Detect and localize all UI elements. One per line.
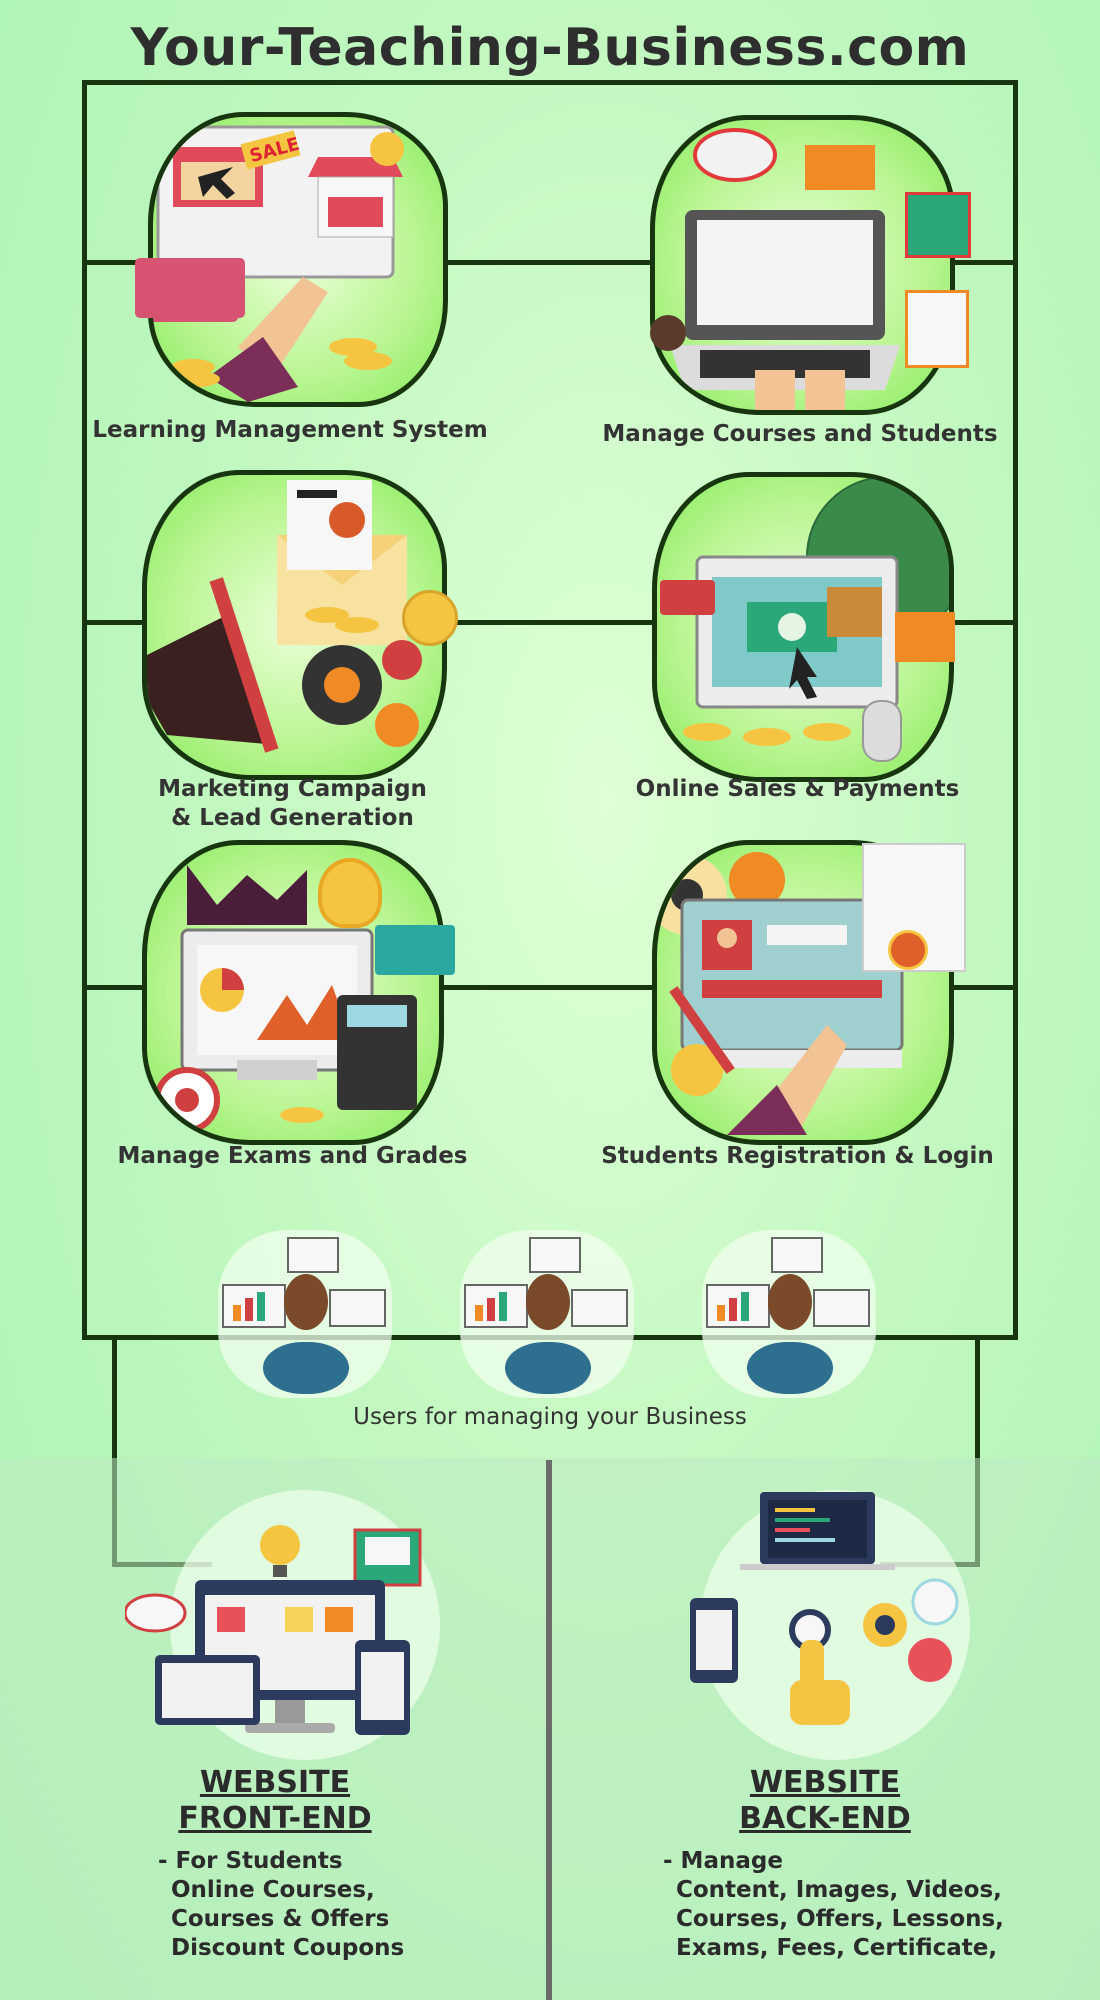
front-end-line-1: - For Students <box>158 1848 343 1874</box>
front-end-line-3: Courses & Offers <box>171 1906 390 1932</box>
front-end-heading-line1: WEBSITE <box>199 1765 351 1800</box>
package-icon <box>895 612 955 662</box>
analytics-monitor-icon <box>154 865 417 1133</box>
feature-label-marketing: Marketing Campaign & Lead Generation <box>90 775 495 833</box>
user-workstation-icon <box>222 1237 386 1394</box>
connector-left-down <box>112 1335 117 1567</box>
back-end-line-2: Content, Images, Videos, <box>676 1877 1002 1903</box>
front-end-heading: WEBSITE FRONT-END <box>110 1765 440 1837</box>
back-end-line-4: Exams, Fees, Certificate, <box>676 1935 998 1961</box>
courses-illustration <box>650 115 955 415</box>
user-workstation-icon <box>464 1237 628 1394</box>
page-title: Your-Teaching-Business.com <box>130 18 970 78</box>
feature-label-registration: Students Registration & Login <box>601 1143 994 1169</box>
exams-illustration <box>142 840 444 1145</box>
feature-label-marketing-line2: & Lead Generation <box>171 805 414 831</box>
front-end-line-4: Discount Coupons <box>171 1935 405 1961</box>
award-ribbon-icon <box>888 930 928 970</box>
bank-card-icon <box>375 925 455 975</box>
megaphone-icon <box>147 480 422 753</box>
back-end-heading-line2: BACK-END <box>739 1801 911 1836</box>
registration-illustration <box>652 840 954 1145</box>
back-end-line-1: - Manage <box>663 1848 783 1874</box>
connector-right-down <box>975 1335 980 1567</box>
coffee-cup-icon <box>650 315 686 351</box>
dollar-coin-icon <box>402 590 458 646</box>
frame-top <box>82 80 1018 85</box>
feature-label-lms: Learning Management System <box>92 417 488 443</box>
back-end-line-3: Courses, Offers, Lessons, <box>676 1906 1004 1932</box>
lms-coin-icon <box>370 132 404 166</box>
laptop-icon <box>670 128 900 410</box>
feature-label-sales: Online Sales & Payments <box>635 776 960 802</box>
monitor-payment-icon <box>683 477 949 746</box>
devices-icon <box>125 1525 422 1735</box>
marketing-illustration <box>142 470 447 780</box>
admin-controls-icon <box>690 1492 959 1725</box>
clipboard-icon <box>905 290 969 368</box>
user-tile-1 <box>218 1230 392 1398</box>
row-line-1 <box>82 260 1018 265</box>
sales-illustration <box>652 472 954 782</box>
front-end-heading-line2: FRONT-END <box>178 1801 372 1836</box>
lms-card-icon <box>135 258 245 318</box>
credit-card-icon <box>660 580 715 615</box>
users-caption: Users for managing your Business <box>353 1404 747 1430</box>
user-workstation-icon <box>706 1237 870 1394</box>
user-tile-2 <box>460 1230 634 1398</box>
front-end-line-2: Online Courses, <box>171 1877 375 1903</box>
row-line-3 <box>82 985 1018 990</box>
row-line-2 <box>82 620 1018 625</box>
frame-right <box>1013 80 1018 1340</box>
feature-label-marketing-line1: Marketing Campaign <box>158 776 427 802</box>
mouse-icon <box>862 700 902 762</box>
panel-divider <box>546 1460 552 2000</box>
feature-label-courses: Manage Courses and Students <box>602 421 998 447</box>
frame-left <box>82 80 87 1340</box>
back-end-heading-line1: WEBSITE <box>749 1765 901 1800</box>
front-end-description: - For Students Online Courses, Courses &… <box>158 1847 488 1963</box>
back-end-heading: WEBSITE BACK-END <box>660 1765 990 1837</box>
back-end-description: - Manage Content, Images, Videos, Course… <box>663 1847 1043 1963</box>
email-icon <box>905 192 971 258</box>
profile-screen-icon <box>657 852 904 1135</box>
lightbulb-icon <box>318 858 382 928</box>
feature-label-exams: Manage Exams and Grades <box>117 1143 468 1169</box>
user-tile-3 <box>702 1230 876 1398</box>
